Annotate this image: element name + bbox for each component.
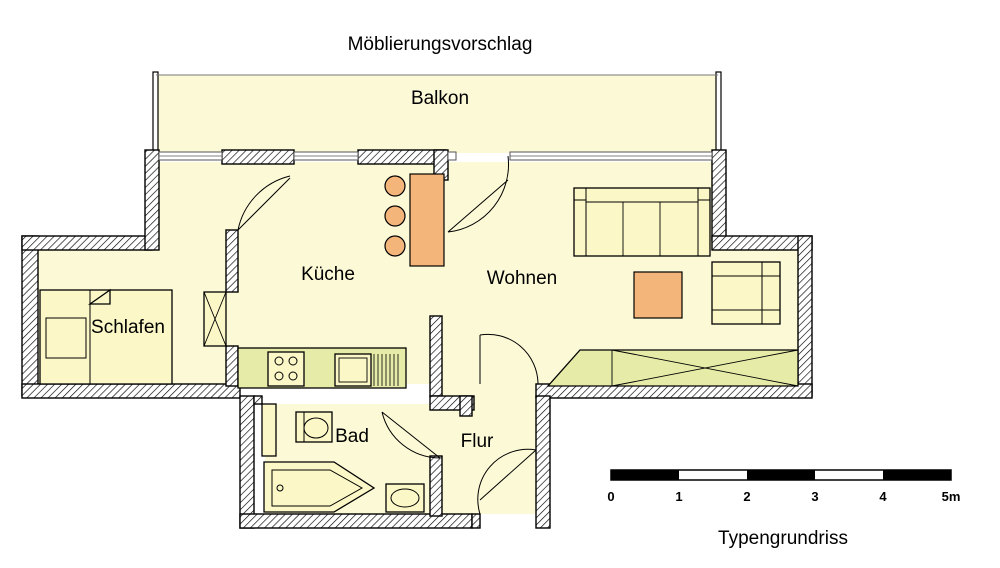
- scale-bar: 0 1 2 3 4 5m: [607, 469, 961, 504]
- living-room: Wohnen: [487, 187, 799, 387]
- doors: [237, 155, 539, 515]
- bed: [39, 289, 173, 385]
- bedroom: Schlafen: [39, 288, 227, 385]
- scale-label: 2: [743, 489, 750, 504]
- bar-stool: [384, 175, 406, 197]
- plan-title: Möblierungsvorschlag: [348, 34, 533, 55]
- sofa: [573, 187, 711, 257]
- balcony: Balkon: [152, 71, 722, 153]
- windows: [158, 151, 713, 161]
- bar-stool: [384, 205, 406, 227]
- armchair: [711, 261, 781, 325]
- bar-counter: [409, 173, 445, 267]
- scale-label: 5m: [942, 489, 961, 504]
- room-label-balkon: Balkon: [411, 88, 469, 109]
- bathroom: Bad: [261, 403, 425, 513]
- room-label-flur: Flur: [461, 431, 494, 452]
- toilet: [295, 411, 333, 443]
- walls: [21, 149, 813, 529]
- bar-stool: [384, 235, 406, 257]
- coffee-table: [633, 271, 683, 319]
- room-label-kueche: Küche: [301, 264, 355, 285]
- scale-label: 4: [879, 489, 887, 504]
- wardrobe: [546, 349, 799, 387]
- kitchen: Küche: [237, 173, 445, 389]
- scale-label: 3: [811, 489, 818, 504]
- scale-label: 1: [675, 489, 682, 504]
- room-label-schlafen: Schlafen: [91, 317, 165, 338]
- washbasin: [385, 483, 425, 513]
- scale-label: 0: [607, 489, 614, 504]
- room-label-wohnen: Wohnen: [487, 268, 557, 289]
- bathtub: [263, 461, 376, 513]
- room-label-bad: Bad: [335, 426, 369, 447]
- plan-subtitle: Typengrundriss: [718, 528, 848, 549]
